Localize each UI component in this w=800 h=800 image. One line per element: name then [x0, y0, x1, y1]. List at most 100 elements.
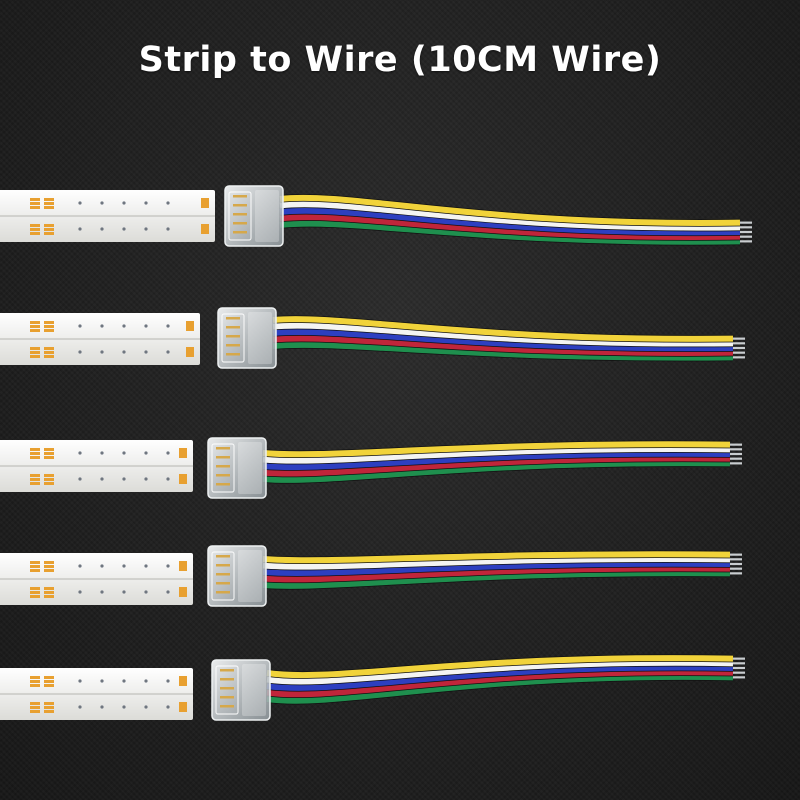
connector-highlight — [238, 442, 262, 494]
solder-pad — [44, 680, 54, 683]
solder-pad — [30, 565, 40, 568]
wire — [262, 570, 731, 589]
solder-pad — [44, 482, 54, 485]
end-pad — [179, 702, 187, 712]
wire — [266, 659, 734, 685]
led-chip-dot — [100, 201, 104, 205]
wire — [272, 316, 734, 342]
end-pad — [179, 676, 187, 686]
contact-pin — [216, 591, 230, 594]
solder-pad — [44, 325, 54, 328]
solder-pad — [44, 710, 54, 713]
contact-pin — [220, 696, 234, 699]
wire — [262, 450, 731, 471]
solder-pad — [30, 591, 40, 594]
led-chip-dot — [122, 679, 126, 683]
connector-latch — [228, 191, 252, 241]
solder-pad — [44, 351, 54, 354]
led-chip-dot — [78, 201, 82, 205]
contact-pin — [216, 582, 230, 585]
contact-pin — [233, 213, 247, 216]
solder-pad — [30, 595, 40, 598]
wire — [279, 201, 741, 231]
wire — [272, 329, 734, 352]
end-pad — [186, 321, 194, 331]
led-chip-dot — [144, 477, 148, 481]
connector-latch — [221, 313, 245, 363]
end-pad — [179, 474, 187, 484]
solder-pad — [30, 206, 40, 209]
assembly-3 — [0, 437, 742, 499]
solder-pad — [30, 684, 40, 687]
led-chip-dot — [100, 679, 104, 683]
wire-bundle — [279, 194, 752, 246]
end-pad — [179, 448, 187, 458]
led-chip-dot — [144, 705, 148, 709]
wire — [266, 673, 734, 704]
end-pad — [201, 224, 209, 234]
led-chip-dot — [122, 201, 126, 205]
led-chip-dot — [166, 679, 170, 683]
solder-pad — [30, 321, 40, 324]
led-chip-dot — [122, 324, 126, 328]
wire — [262, 455, 731, 477]
led-chip-dot — [144, 564, 148, 568]
wire — [262, 446, 731, 464]
contact-pin — [233, 195, 247, 198]
solder-pad — [44, 595, 54, 598]
led-chip-dot — [122, 227, 126, 231]
led-chip-dot — [166, 590, 170, 594]
contact-pin — [226, 344, 240, 347]
solder-pad — [30, 561, 40, 564]
wire — [262, 565, 731, 583]
led-chip-dot — [166, 564, 170, 568]
wire — [262, 441, 731, 458]
led-strip — [0, 440, 193, 492]
led-chip-dot — [166, 451, 170, 455]
led-chip-dot — [78, 477, 82, 481]
led-chip-dot — [144, 590, 148, 594]
led-chip-dot — [100, 227, 104, 231]
led-chip-dot — [144, 679, 148, 683]
led-chip-dot — [144, 201, 148, 205]
led-chip-dot — [144, 451, 148, 455]
solder-pad — [44, 591, 54, 594]
solder-pad — [30, 710, 40, 713]
solder-pad — [30, 680, 40, 683]
solder-pad — [44, 706, 54, 709]
led-chip-dot — [78, 564, 82, 568]
contact-pin — [216, 555, 230, 558]
led-chip-dot — [166, 705, 170, 709]
contact-pin — [226, 335, 240, 338]
connector-highlight — [242, 664, 266, 716]
end-pad — [201, 198, 209, 208]
contact-pin — [216, 573, 230, 576]
solder-pad — [44, 456, 54, 459]
solder-pad — [30, 474, 40, 477]
led-chip-dot — [100, 590, 104, 594]
clip-connector — [211, 659, 271, 721]
solder-pad — [30, 224, 40, 227]
led-chip-dot — [144, 324, 148, 328]
contact-pin — [220, 678, 234, 681]
led-chip-dot — [166, 324, 170, 328]
wire — [272, 341, 734, 361]
led-chip-dot — [144, 350, 148, 354]
led-chip-dot — [122, 477, 126, 481]
led-chip-dot — [78, 705, 82, 709]
led-chip-dot — [122, 564, 126, 568]
solder-pad — [44, 224, 54, 227]
contact-pin — [216, 564, 230, 567]
wire — [272, 322, 734, 347]
solder-pad — [44, 478, 54, 481]
solder-pad — [30, 452, 40, 455]
led-chip-dot — [78, 227, 82, 231]
solder-pad — [30, 448, 40, 451]
solder-pad — [30, 202, 40, 205]
wire — [266, 669, 734, 698]
led-strip — [0, 313, 200, 365]
solder-pad — [44, 202, 54, 205]
solder-pad — [30, 232, 40, 235]
